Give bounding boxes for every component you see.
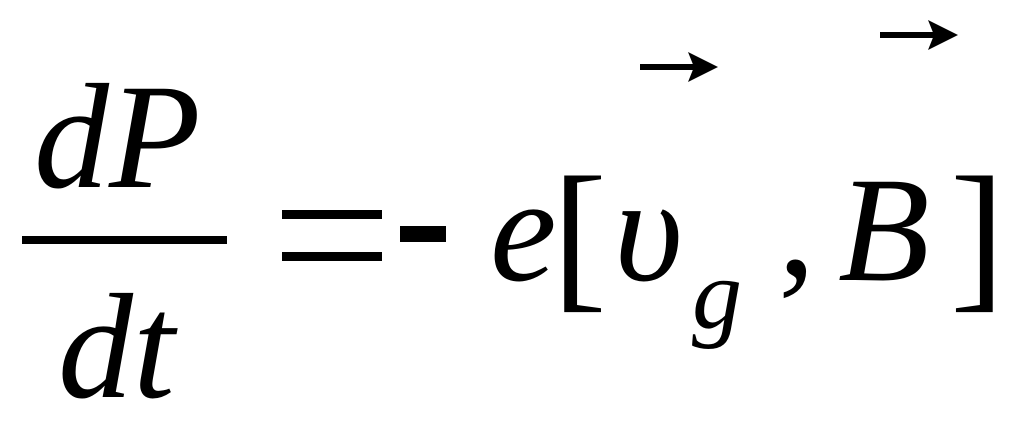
right-bracket: ] (950, 143, 1005, 326)
equals-bar-bottom (282, 252, 382, 261)
charge-e: e (490, 147, 557, 313)
numerator-dP: dP (34, 54, 201, 220)
velocity-v: υ (614, 147, 683, 313)
denominator-dt: dt (58, 264, 175, 430)
velocity-subscript-g: g (692, 239, 742, 350)
left-bracket: [ (552, 143, 607, 326)
equals-sign: = (282, 210, 382, 262)
comma-separator: , (778, 142, 816, 308)
vector-arrow-icon (640, 52, 718, 82)
field-B: B (838, 147, 930, 313)
minus-sign: - (400, 226, 446, 242)
fraction-bar (22, 236, 227, 244)
vector-arrow-icon (880, 20, 958, 50)
equals-bar-top (282, 210, 382, 219)
